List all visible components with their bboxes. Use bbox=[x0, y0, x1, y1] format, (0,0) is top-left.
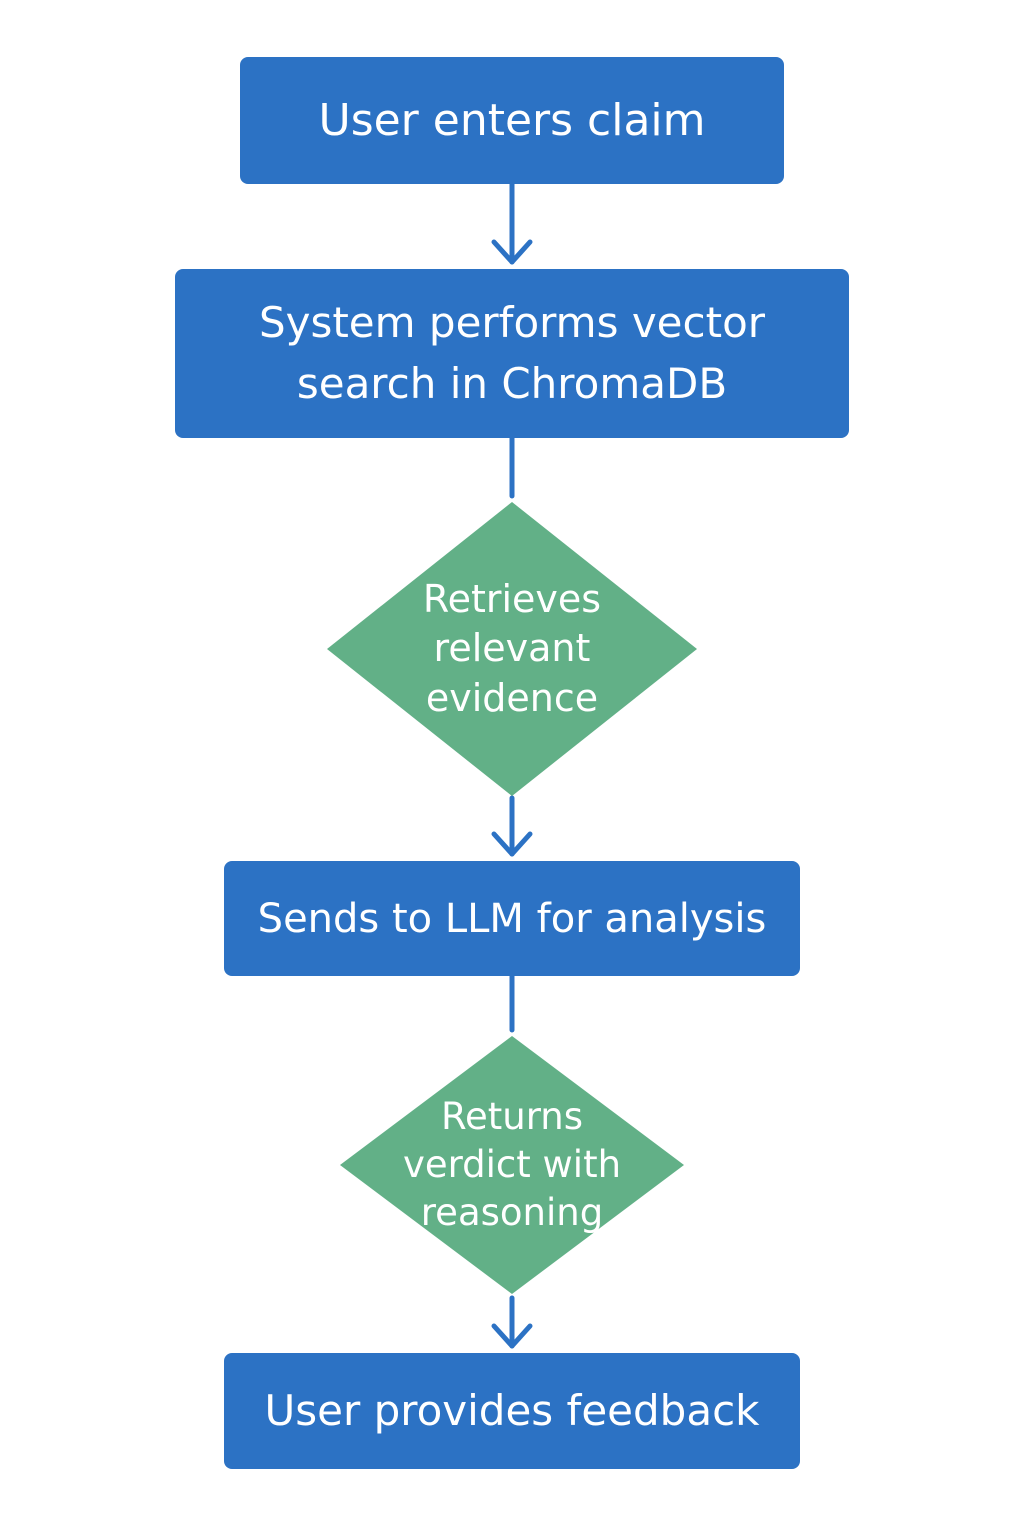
step-user-enters-claim: User enters claim bbox=[240, 57, 784, 184]
step-send-to-llm: Sends to LLM for analysis bbox=[224, 861, 800, 976]
diamond-shape bbox=[327, 502, 697, 796]
step-label: Sends to LLM for analysis bbox=[257, 895, 767, 942]
arrow-claim-to-search bbox=[491, 181, 533, 265]
diamond-shape bbox=[340, 1036, 684, 1294]
decision-retrieves-evidence: Retrieves relevant evidence bbox=[325, 500, 699, 798]
arrow-verdict-to-feedback bbox=[491, 1295, 533, 1349]
decision-label: Returns verdict with reasoning bbox=[402, 1094, 622, 1235]
decision-label: Retrieves relevant evidence bbox=[422, 576, 602, 720]
step-label: System performs vector search in ChromaD… bbox=[258, 297, 766, 408]
decision-returns-verdict: Returns verdict with reasoning bbox=[338, 1034, 686, 1296]
arrow-retrieve-to-llm bbox=[491, 795, 533, 857]
step-vector-search: System performs vector search in ChromaD… bbox=[175, 269, 849, 438]
step-user-feedback: User provides feedback bbox=[224, 1353, 800, 1469]
step-label: User enters claim bbox=[318, 95, 706, 146]
step-label: User provides feedback bbox=[264, 1385, 760, 1435]
